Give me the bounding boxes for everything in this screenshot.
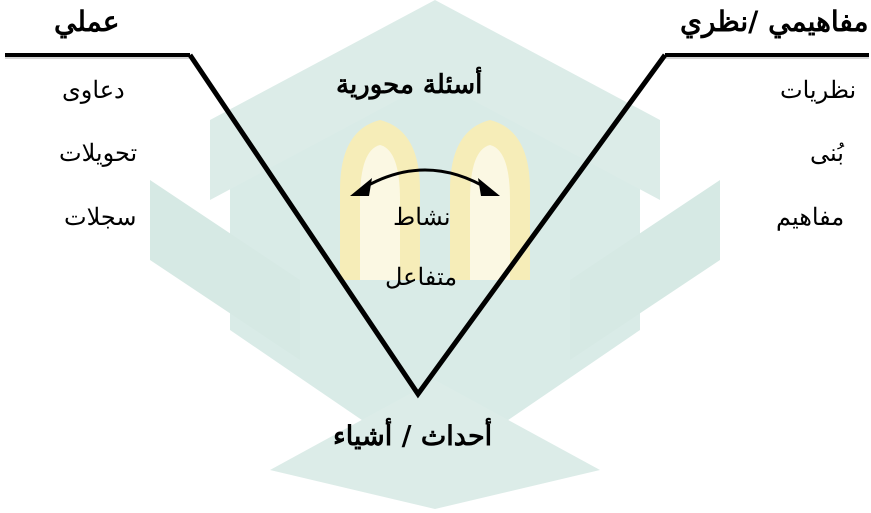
activity-label: نشاط <box>393 205 451 229</box>
right-item-concepts: مفاهيم <box>776 205 844 229</box>
interactive-label: متفاعل <box>385 265 457 289</box>
practical-header: عملي <box>54 8 120 36</box>
left-item-records: سجلات <box>64 205 137 229</box>
events-objects-label: أحداث / أشياء <box>333 423 492 450</box>
right-item-theories: نظريات <box>780 78 856 102</box>
right-item-structures: بُنى <box>810 141 844 165</box>
left-item-transformations: تحويلات <box>59 141 137 165</box>
conceptual-header: مفاهيمي /نظري <box>680 8 869 36</box>
focus-questions-label: أسئلة محورية <box>336 72 482 98</box>
left-item-claims: دعاوى <box>62 78 125 102</box>
